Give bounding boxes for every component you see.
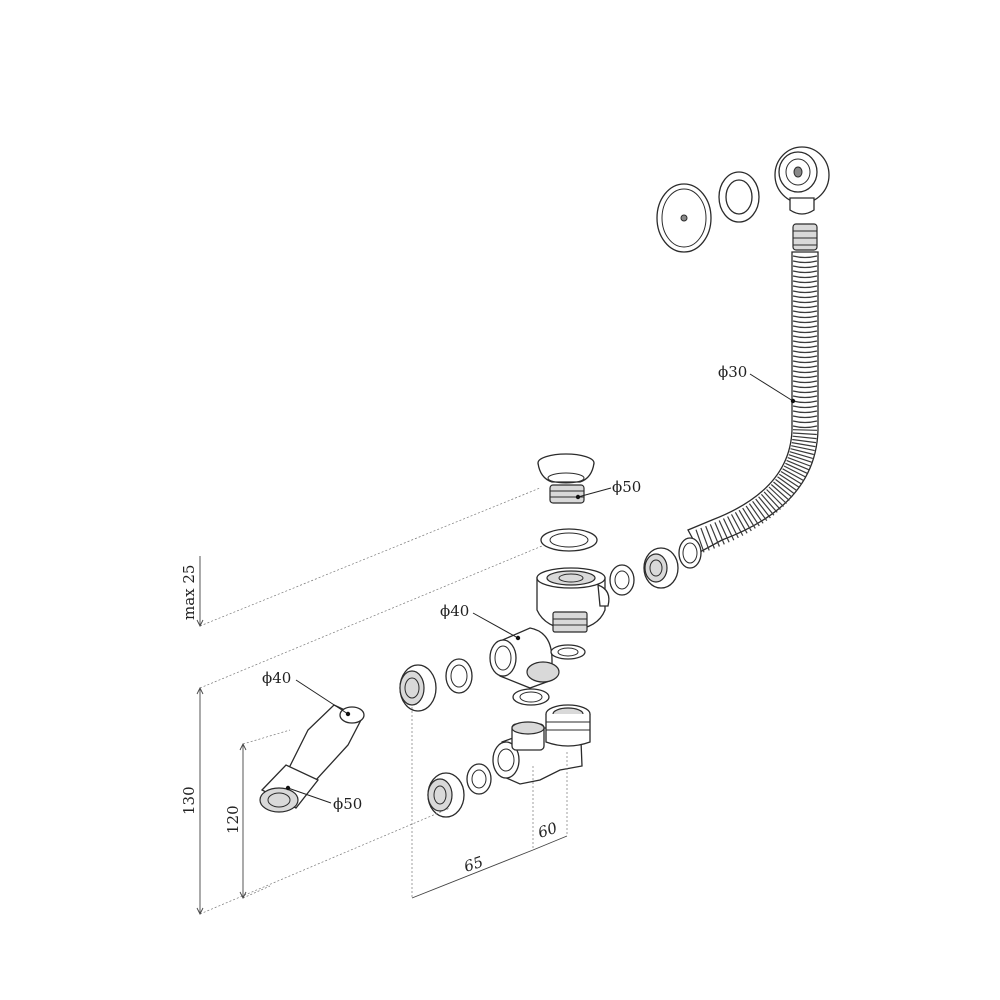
dim-60-text: 60 xyxy=(536,819,560,842)
dim-130-text: 130 xyxy=(180,786,198,815)
phi50-top-text: ϕ50 xyxy=(612,478,641,496)
phi50-bottom-text: ϕ50 xyxy=(333,795,362,813)
outlet-union-nut xyxy=(427,772,465,818)
dimension-lines xyxy=(196,487,568,916)
dim-65-text: 65 xyxy=(462,853,486,876)
plug-gasket xyxy=(540,528,598,552)
phi40-mid-text: ϕ40 xyxy=(440,602,469,620)
dimension-labels: max 25 130 120 65 60 xyxy=(180,565,560,876)
phi40-mid-label: ϕ40 xyxy=(440,602,521,641)
dim-120-text: 120 xyxy=(224,805,242,834)
dim-max25-text: max 25 xyxy=(180,565,198,620)
popup-plug xyxy=(537,453,595,504)
waste-body xyxy=(536,567,610,633)
phi50-bottom-label: ϕ50 xyxy=(285,785,362,813)
outlet-washer xyxy=(466,763,492,795)
elbow-connector-40 xyxy=(489,627,560,689)
phi40-left-text: ϕ40 xyxy=(262,669,291,687)
overflow-cover-plate xyxy=(656,183,712,253)
trap-washer xyxy=(512,688,550,706)
angled-outlet-pipe xyxy=(259,704,365,813)
hose-union-nut xyxy=(643,547,679,589)
overflow-housing xyxy=(774,146,830,251)
phi30-label: ϕ30 xyxy=(718,363,796,404)
phi30-text: ϕ30 xyxy=(718,363,747,381)
large-union-nut xyxy=(399,664,437,712)
trap-body xyxy=(492,704,591,785)
hose-washer xyxy=(609,564,635,596)
phi40-left-label: ϕ40 xyxy=(262,669,351,717)
flexible-overflow-hose xyxy=(678,251,819,569)
waste-washer xyxy=(550,644,586,660)
phi50-top-label: ϕ50 xyxy=(575,478,641,500)
large-washer xyxy=(445,658,473,694)
overflow-gasket-ring xyxy=(718,171,760,223)
